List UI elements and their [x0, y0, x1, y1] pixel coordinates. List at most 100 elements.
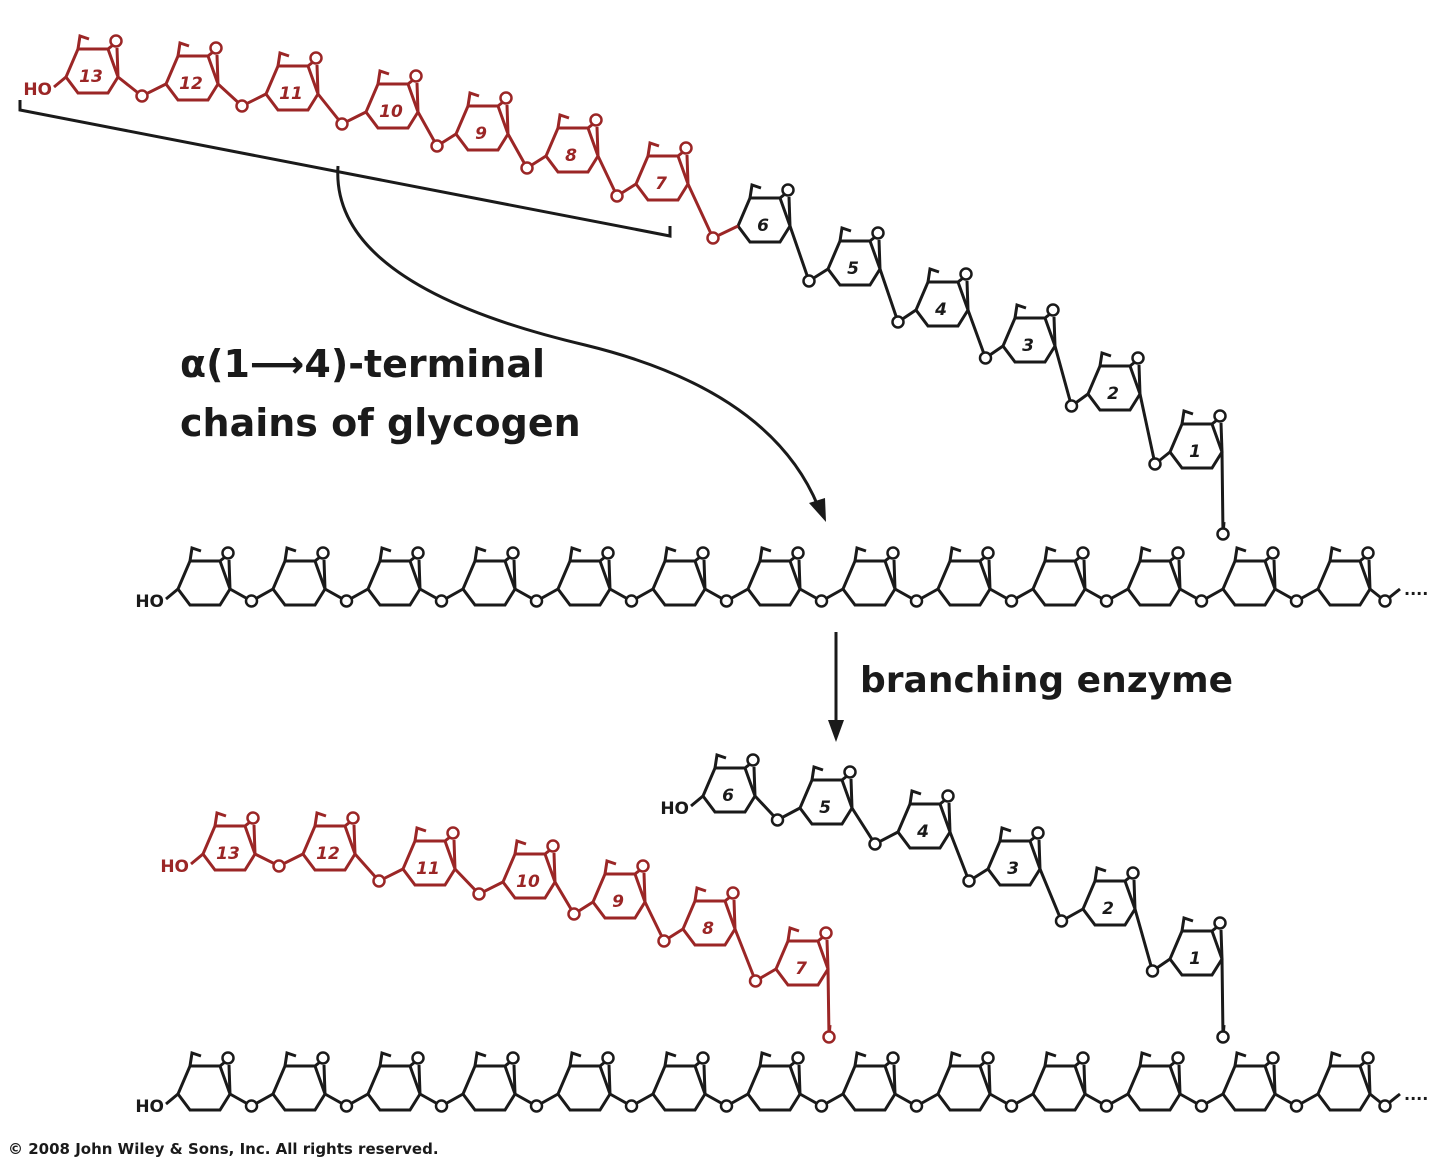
glycosidic-oxygen [624, 594, 639, 608]
glycosidic-oxygen [909, 1099, 924, 1113]
ring-oxygen [589, 113, 603, 127]
glucose-ring [1316, 1064, 1372, 1112]
glycosidic-oxygen [1289, 594, 1304, 608]
ch2oh-group [1043, 546, 1057, 562]
glucose-residue [936, 546, 995, 607]
ch2oh-group [1328, 1051, 1342, 1067]
glycosidic-oxygen [1289, 1099, 1304, 1113]
ch2oh-group [283, 546, 297, 562]
ch2oh-group [513, 839, 527, 855]
glucose-ring [1031, 559, 1087, 607]
glycosidic-oxygen [1216, 1030, 1230, 1044]
residue-number: 12 [179, 74, 203, 94]
glycosidic-oxygen [1004, 594, 1019, 608]
glucose-ring [936, 559, 992, 607]
residue-number: 13 [79, 67, 103, 87]
glycosidic-oxygen [1145, 964, 1160, 978]
ch2oh-group [758, 546, 772, 562]
glucose-residue [1031, 1051, 1090, 1112]
glucose-ring [746, 1064, 802, 1112]
ring-oxygen [636, 859, 650, 873]
ring-oxygen [843, 765, 857, 779]
ring-oxygen [1126, 866, 1140, 880]
ch2oh-group [1233, 1051, 1247, 1067]
ch2oh-group [1013, 303, 1027, 319]
ring-oxygen [791, 1051, 805, 1065]
glucose-residue [1316, 546, 1375, 607]
residue-number: 11 [279, 84, 303, 104]
residue-number: 7 [795, 959, 807, 979]
ch2oh-group [188, 1051, 202, 1067]
ch2oh-group [758, 1051, 772, 1067]
glucose-ring [176, 559, 232, 607]
ch2oh-group [568, 1051, 582, 1067]
glucose-ring [841, 559, 897, 607]
ring-oxygen [1361, 546, 1375, 560]
ch2oh-group [948, 1051, 962, 1067]
glucose-residue: 5 [798, 765, 857, 826]
glycosidic-oxygen [770, 813, 785, 827]
glucose-residue: 4 [914, 267, 973, 328]
ring-oxygen [1213, 916, 1227, 930]
ch2oh-group [713, 753, 727, 769]
glycosidic-oxygen [135, 89, 149, 103]
ch2oh-group [473, 546, 487, 562]
glycosidic-oxygen [748, 974, 763, 988]
glucose-ring [461, 1064, 517, 1112]
glycosidic-oxygen [962, 874, 976, 888]
ch2oh-group [276, 51, 290, 67]
ring-oxygen [309, 51, 323, 65]
terminal-chain-label-line2: chains of glycogen [180, 401, 581, 445]
glycosidic-oxygen [1194, 594, 1209, 608]
ring-oxygen [411, 546, 425, 560]
ring-oxygen [506, 1051, 520, 1065]
residue-number: 12 [316, 844, 340, 864]
glycosidic-oxygen [1148, 457, 1162, 471]
glucose-residue [556, 546, 615, 607]
ch2oh-group [908, 789, 922, 805]
glycosidic-oxygen [978, 351, 993, 365]
ch2oh-group [603, 859, 617, 875]
glycosidic-oxygen [1004, 1099, 1019, 1113]
ring-oxygen [981, 1051, 995, 1065]
glucose-ring [556, 559, 612, 607]
glucose-residue: 4 [896, 789, 955, 850]
glycosidic-oxygen [235, 99, 249, 113]
glucose-residue: 1 [1168, 916, 1227, 977]
glucose-residue: 11 [264, 51, 323, 112]
ch2oh-group [853, 546, 867, 562]
ring-oxygen [499, 91, 513, 105]
hydroxyl-end: HO [23, 80, 52, 100]
glucose-residue [651, 546, 710, 607]
residue-number: 6 [722, 786, 734, 806]
ring-oxygen [981, 546, 995, 560]
chain-continuation: .... [1404, 1085, 1428, 1104]
glycosidic-oxygen [1378, 594, 1392, 608]
glucose-ring [1221, 1064, 1277, 1112]
ch2oh-group [313, 811, 327, 827]
residue-number: 9 [475, 124, 487, 144]
glycosidic-oxygen [657, 934, 671, 948]
ch2oh-group [1138, 1051, 1152, 1067]
residue-number: 1 [1189, 949, 1201, 969]
glucose-ring [271, 1064, 327, 1112]
glycosidic-oxygen [719, 1099, 734, 1113]
ring-oxygen [1266, 546, 1280, 560]
glucose-residue: 6 [736, 183, 795, 244]
ring-oxygen [601, 1051, 615, 1065]
ring-oxygen [221, 1051, 235, 1065]
residue-number: 3 [1007, 859, 1019, 879]
ring-oxygen [1076, 1051, 1090, 1065]
ch2oh-group [283, 1051, 297, 1067]
glycosidic-oxygen [706, 231, 720, 245]
glycosidic-oxygen [244, 594, 259, 608]
glucose-residue: 9 [454, 91, 513, 152]
ring-oxygen [1171, 1051, 1185, 1065]
ring-oxygen [871, 226, 885, 240]
ring-oxygen [506, 546, 520, 560]
ch2oh-group [693, 886, 707, 902]
ring-oxygen [446, 826, 460, 840]
